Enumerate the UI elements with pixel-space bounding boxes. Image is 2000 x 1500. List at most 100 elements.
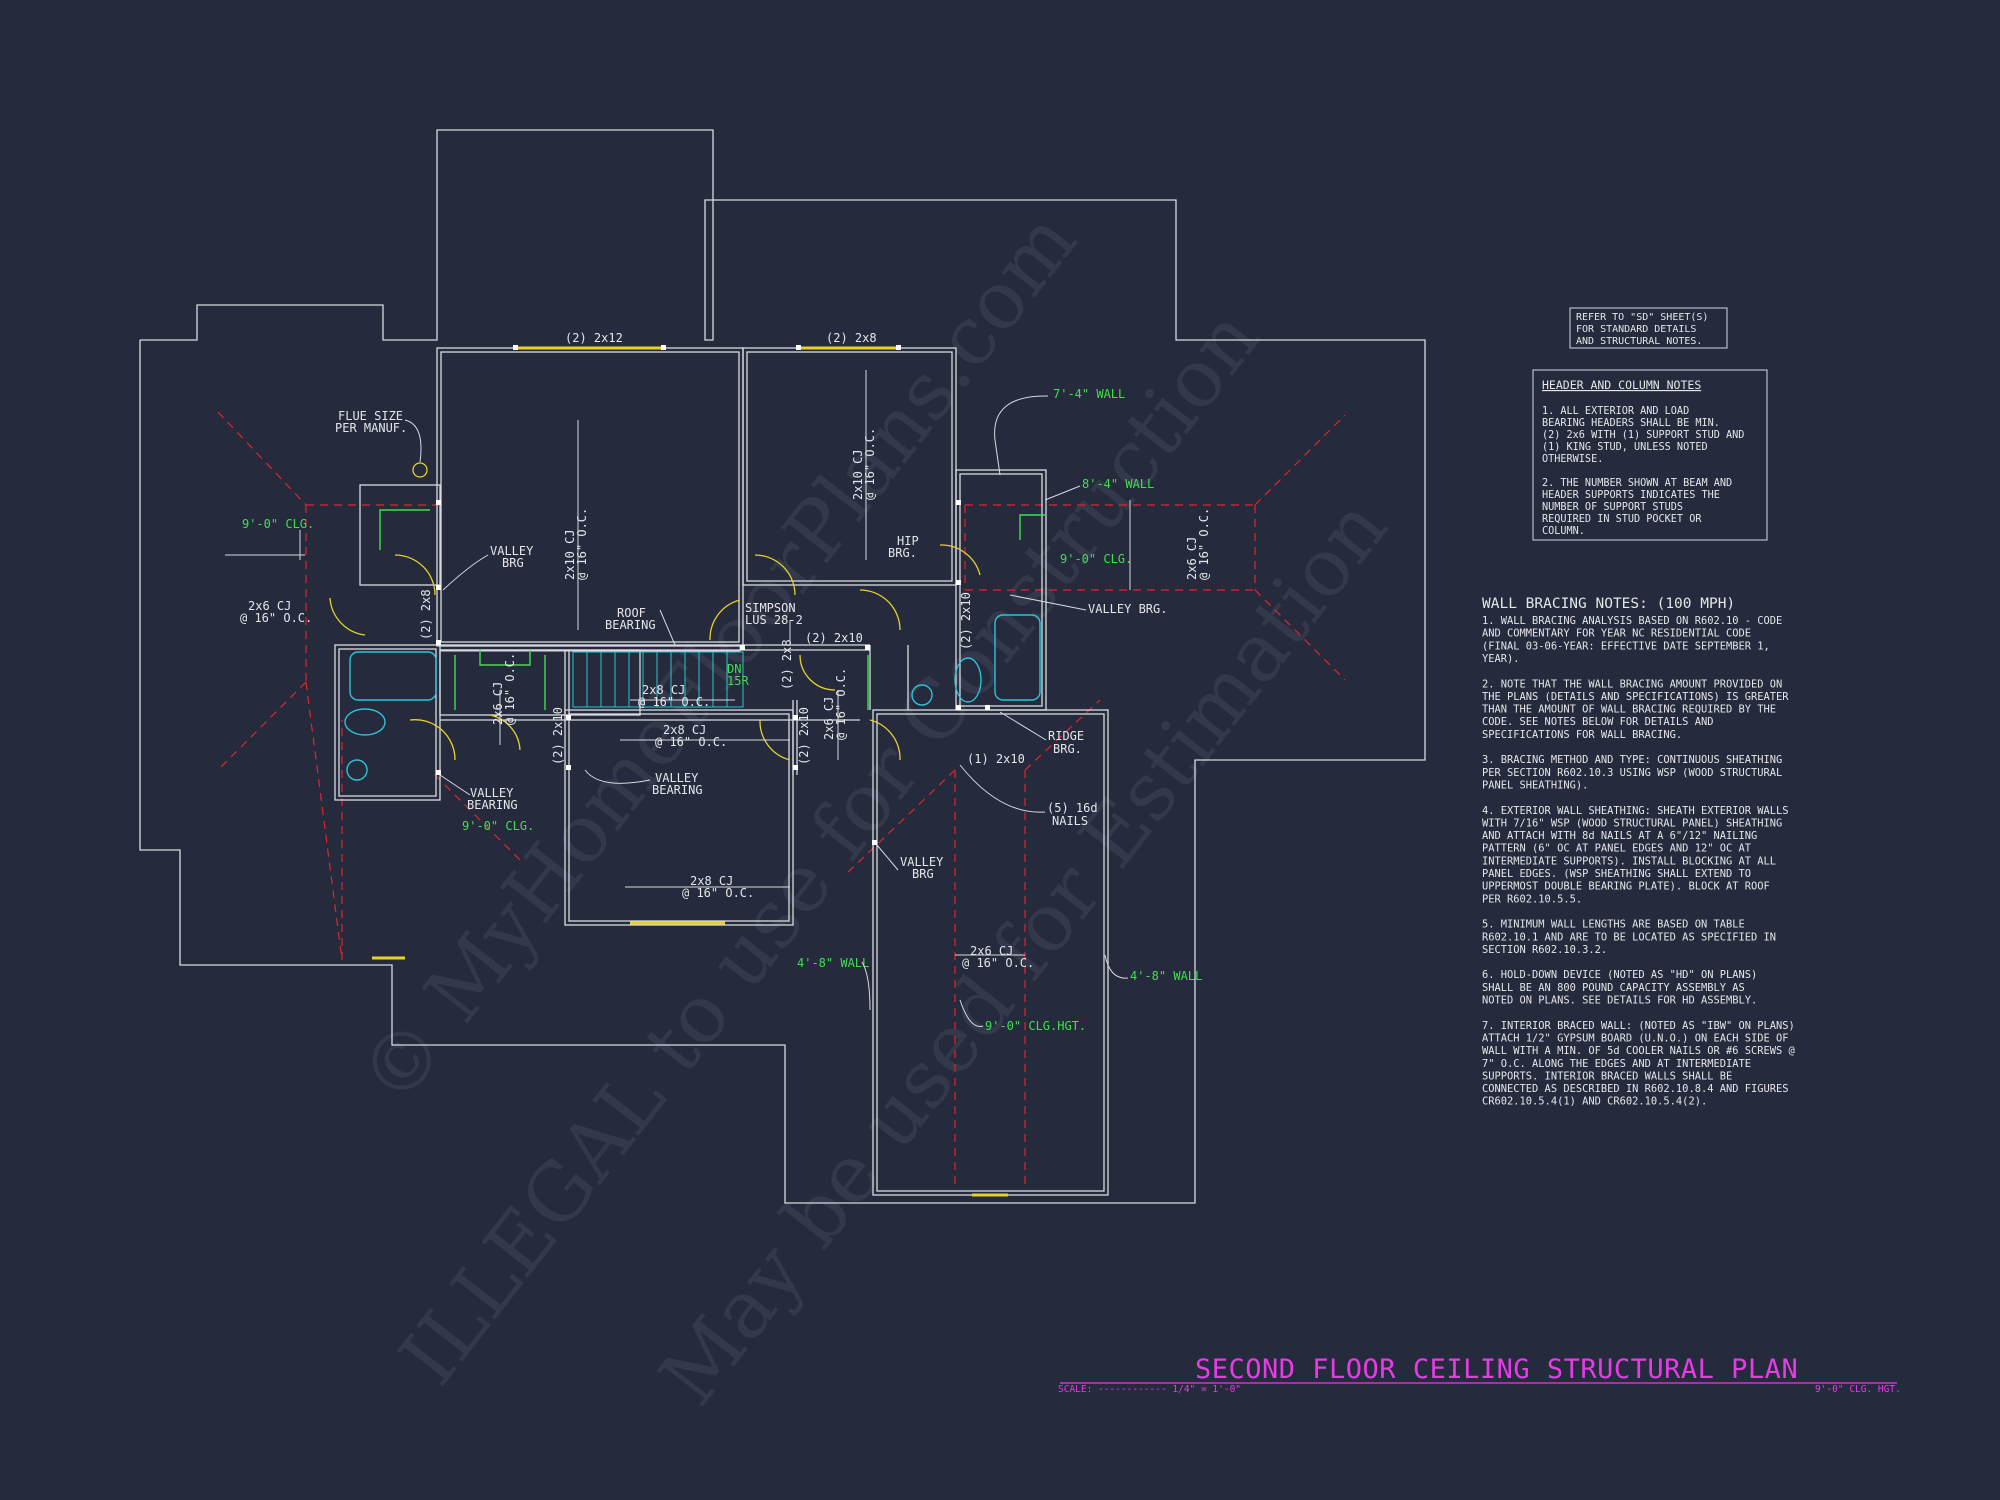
refer-note-line-3: AND STRUCTURAL NOTES. [1576, 336, 1702, 347]
flue-label-1: FLUE SIZE [338, 409, 403, 423]
header-2x10-mid-label: (2) 2x10 [805, 631, 863, 645]
clg-9-lower-label: 9'-0" CLG. [462, 819, 534, 833]
header-note-line: BEARING HEADERS SHALL BE MIN. [1542, 418, 1720, 429]
header-note-line: REQUIRED IN STUD POCKET OR [1542, 514, 1702, 525]
hip-valley-lines [217, 411, 1346, 1190]
header-note-line: NUMBER OF SUPPORT STUDS [1542, 502, 1683, 513]
simpson-1: SIMPSON [745, 601, 796, 615]
wall-bracing-note-line: INTERMEDIATE SUPPORTS). INSTALL BLOCKING… [1482, 855, 1776, 867]
valley-brg-lower-2: BRG [912, 867, 934, 881]
wall-bracing-note-line: AND ATTACH WITH 8d NAILS AT A 6"/12" NAI… [1482, 830, 1757, 842]
wall-bracing-note-line: PATTERN (6" OC AT PANEL EDGES AND 12" OC… [1482, 843, 1752, 855]
valley-brg-left-1: VALLEY [490, 544, 534, 558]
wall-bracing-note-line: NOTED ON PLANS. SEE DETAILS FOR HD ASSEM… [1482, 995, 1757, 1007]
wall-bracing-note-line: 7. INTERIOR BRACED WALL: (NOTED AS "IBW"… [1482, 1020, 1795, 1032]
header-2x12-label: (2) 2x12 [565, 331, 623, 345]
valley-bearing-mid-1: VALLEY [655, 771, 699, 785]
valley-brg-lower-1: VALLEY [900, 855, 944, 869]
scale-label: SCALE: ------------ 1/4" = 1'-0" [1058, 1384, 1241, 1395]
header-2x8-label: (2) 2x8 [826, 331, 877, 345]
dn-label-2: 15R [727, 674, 749, 688]
wall-7-4-label: 7'-4" WALL [1053, 387, 1125, 401]
wall-bracing-note-line: CR602.10.5.4(1) AND CR602.10.5.4(2). [1482, 1096, 1707, 1108]
wall-bracing-note-line: SPECIFICATIONS FOR WALL BRACING. [1482, 729, 1682, 741]
wall-bracing-note-line: 3. BRACING METHOD AND TYPE: CONTINUOUS S… [1482, 754, 1782, 766]
cj-2x8-stair-1: 2x8 CJ [642, 683, 685, 697]
plumbing-fixtures [344, 614, 1041, 781]
cj-2x6-left-1: 2x6 CJ [248, 599, 291, 613]
wall-bracing-note-line: SHALL BE AN 800 POUND CAPACITY ASSEMBLY … [1482, 982, 1745, 994]
wall-8-4-label: 8'-4" WALL [1082, 477, 1154, 491]
wall-bracing-notes: WALL BRACING NOTES: (100 MPH) 1. WALL BR… [1482, 596, 1795, 1108]
wall-bracing-note-line: 1. WALL BRACING ANALYSIS BASED ON R602.1… [1482, 615, 1782, 627]
roof-outline [139, 129, 1426, 1204]
dn-label-1: DN [727, 662, 741, 676]
header-2x8-vert-label: (2) 2x8 [419, 589, 433, 640]
roof-bearing-1: ROOF [617, 606, 646, 620]
tub-left [349, 651, 437, 701]
ceiling-height-label: 9'-0" CLG. HGT. [1815, 1384, 1901, 1395]
wall-bracing-note-line: ATTACH 1/2" GYPSUM BOARD (U.N.O.) ON EAC… [1482, 1032, 1789, 1044]
green-wall-markers [379, 509, 1045, 710]
sink-left [346, 759, 368, 781]
wall-bracing-note-line: PANEL SHEATHING). [1482, 779, 1588, 791]
cj-2x8-lower-1: 2x8 CJ [690, 874, 733, 888]
cj-2x6-garage-2: @ 16" O.C. [962, 956, 1034, 970]
valley-brg-left-2: BRG [502, 556, 524, 570]
wall-bracing-note-line: PER SECTION R602.10.3 USING WSP (WOOD ST… [1482, 767, 1782, 779]
wall-bracing-note-line: 6. HOLD-DOWN DEVICE (NOTED AS "HD" ON PL… [1482, 969, 1757, 981]
hip-brg-1: HIP [897, 534, 919, 548]
wall-bracing-note-line: 5. MINIMUM WALL LENGTHS ARE BASED ON TAB… [1482, 919, 1745, 931]
valley-bearing-mid-2: BEARING [652, 783, 703, 797]
leader-lines [299, 395, 1129, 1027]
wall-bracing-note-line: PER R602.10.5.5. [1482, 893, 1582, 905]
cj-2x10-right: 2x10 CJ@ 16" O.C. [851, 428, 877, 500]
clg-9-hgt-label: 9'-0" CLG.HGT. [985, 1019, 1086, 1033]
toilet-right [954, 657, 982, 703]
plan-labels: FLUE SIZE PER MANUF. (2) 2x12 (2) 2x8 2x… [240, 331, 1211, 1033]
connection-points [436, 345, 990, 845]
wall-4-8-right-label: 4'-8" WALL [1130, 969, 1202, 983]
wall-bracing-note-line: WITH 7/16" WSP (WOOD STRUCTURAL PANEL) S… [1482, 817, 1782, 829]
header-2x8-vert-b: (2) 2x8 [780, 639, 794, 690]
wall-bracing-note-line: R602.10.1 AND ARE TO BE LOCATED AS SPECI… [1482, 931, 1776, 943]
tub-right [994, 614, 1041, 701]
page-title: SECOND FLOOR CEILING STRUCTURAL PLAN [1195, 1354, 1798, 1385]
header-note-line: 2. THE NUMBER SHOWN AT BEAM AND [1542, 478, 1732, 489]
door-swings [329, 544, 981, 761]
title-block: SECOND FLOOR CEILING STRUCTURAL PLAN SCA… [1058, 1354, 1901, 1395]
header-2x10-vert-a: (2) 2x10 [551, 707, 565, 765]
refer-note-line-1: REFER TO "SD" SHEET(S) [1576, 312, 1708, 323]
refer-note-line-2: FOR STANDARD DETAILS [1576, 324, 1696, 335]
header-note-line: HEADER SUPPORTS INDICATES THE [1542, 490, 1720, 501]
cj-2x6-left-2: @ 16" O.C. [240, 611, 312, 625]
roof-bearing-2: BEARING [605, 618, 656, 632]
ridge-brg-1: RIDGE [1048, 729, 1084, 743]
header-note-line: 1. ALL EXTERIOR AND LOAD [1542, 406, 1689, 417]
refer-note: REFER TO "SD" SHEET(S) FOR STANDARD DETA… [1569, 307, 1728, 349]
wall-bracing-note-line: WALL WITH A MIN. OF 5d COOLER NAILS OR #… [1482, 1045, 1795, 1057]
wall-bracing-note-line: PANEL EDGES. (WSP SHEATHING SHALL EXTEND… [1482, 868, 1751, 880]
wall-bracing-note-line: 2. NOTE THAT THE WALL BRACING AMOUNT PRO… [1482, 678, 1782, 690]
header-2x10-vert-d: (2) 2x10 [959, 592, 973, 650]
cj-2x8-stair-2: @ 16" O.C. [638, 695, 710, 709]
valley-bearing-left-2: BEARING [467, 798, 518, 812]
header-column-notes: HEADER AND COLUMN NOTES 1. ALL EXTERIOR … [1532, 369, 1768, 541]
clg-9-left-label: 9'-0" CLG. [242, 517, 314, 531]
header-note-line: OTHERWISE. [1542, 454, 1603, 465]
flue-icon [412, 462, 428, 478]
wall-bracing-note-line: 4. EXTERIOR WALL SHEATHING: SHEATH EXTER… [1482, 805, 1789, 817]
wall-bracing-note-line: AND COMMENTARY FOR YEAR NC RESIDENTIAL C… [1482, 628, 1751, 640]
sink-right [911, 684, 933, 706]
cj-2x8-hall-2: @ 16" O.C. [655, 735, 727, 749]
interior-walls [334, 347, 1109, 1196]
valley-bearing-left-1: VALLEY [470, 786, 514, 800]
cj-2x6-hall: 2x6 CJ@ 16" O.C. [491, 653, 517, 725]
wall-bracing-lines: 1. WALL BRACING ANALYSIS BASED ON R602.1… [1482, 615, 1795, 1108]
hip-brg-2: BRG. [888, 546, 917, 560]
nails-16d-1: (5) 16d [1047, 801, 1098, 815]
cj-2x6-garage-1: 2x6 CJ [970, 944, 1013, 958]
cj-2x6-right: 2x6 CJ@ 16" O.C. [1185, 508, 1211, 580]
